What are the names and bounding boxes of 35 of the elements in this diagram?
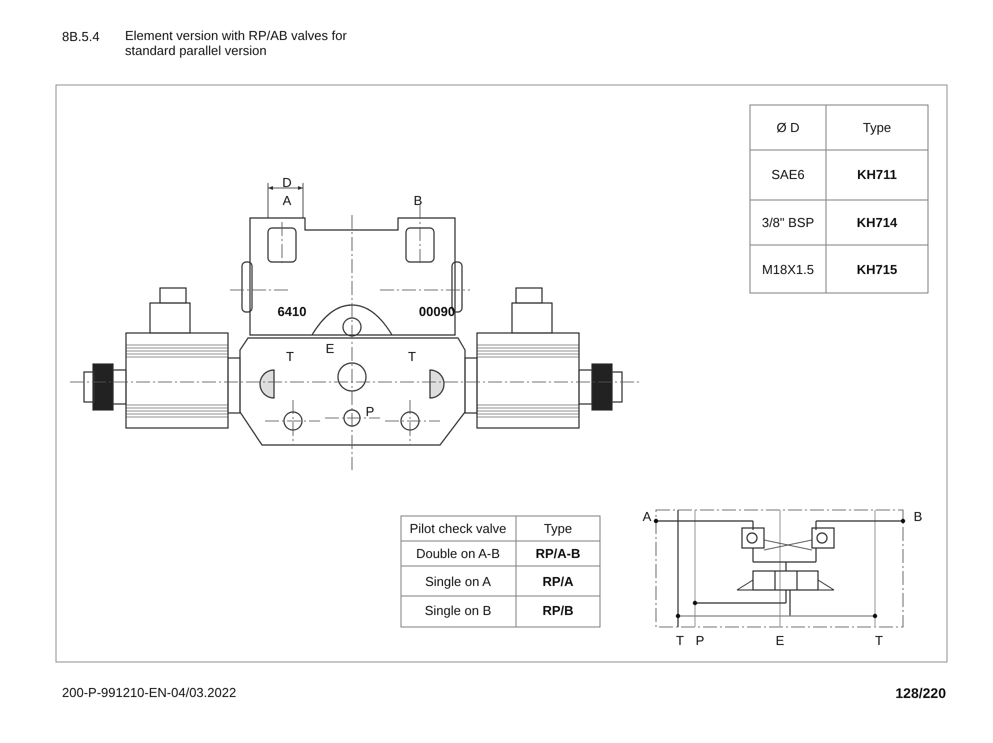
document-number: 200-P-991210-EN-04/03.2022 bbox=[62, 686, 236, 699]
casting-marking: 00090 bbox=[418, 305, 456, 318]
section-title: Element version with RP/AB valves for standard parallel version bbox=[125, 28, 348, 58]
port-label: T bbox=[875, 634, 883, 647]
column-header: Type bbox=[544, 522, 572, 535]
dimension-label: D bbox=[282, 176, 292, 189]
port-label: T bbox=[408, 350, 416, 363]
page-number: 128/220 bbox=[895, 686, 946, 700]
port-label: A bbox=[642, 510, 652, 523]
casting-marking: 6410 bbox=[278, 305, 306, 318]
valve-description: Double on A-B bbox=[416, 547, 500, 560]
port-label: A bbox=[282, 194, 292, 207]
type-code: RP/B bbox=[542, 604, 574, 617]
port-label: E bbox=[326, 342, 334, 355]
thread-size: SAE6 bbox=[771, 168, 805, 181]
port-label: E bbox=[776, 634, 784, 647]
port-label: T bbox=[676, 634, 684, 647]
type-code: KH711 bbox=[857, 168, 897, 181]
column-header: Ø D bbox=[776, 121, 800, 134]
column-header: Pilot check valve bbox=[410, 522, 506, 535]
port-label: T bbox=[286, 350, 294, 363]
thread-size: M18X1.5 bbox=[762, 263, 814, 276]
valve-description: Single on A bbox=[425, 575, 491, 588]
port-label: P bbox=[366, 405, 374, 418]
port-label: B bbox=[414, 194, 422, 207]
type-code: RP/A-B bbox=[536, 547, 580, 560]
type-code: RP/A bbox=[542, 575, 574, 588]
port-label: B bbox=[914, 510, 922, 523]
section-number: 8B.5.4 bbox=[62, 30, 100, 43]
thread-size: 3/8" BSP bbox=[762, 216, 814, 229]
port-label: P bbox=[696, 634, 704, 647]
valve-description: Single on B bbox=[424, 604, 492, 617]
type-code: KH715 bbox=[856, 263, 898, 276]
type-code: KH714 bbox=[856, 216, 898, 229]
column-header: Type bbox=[862, 121, 892, 134]
